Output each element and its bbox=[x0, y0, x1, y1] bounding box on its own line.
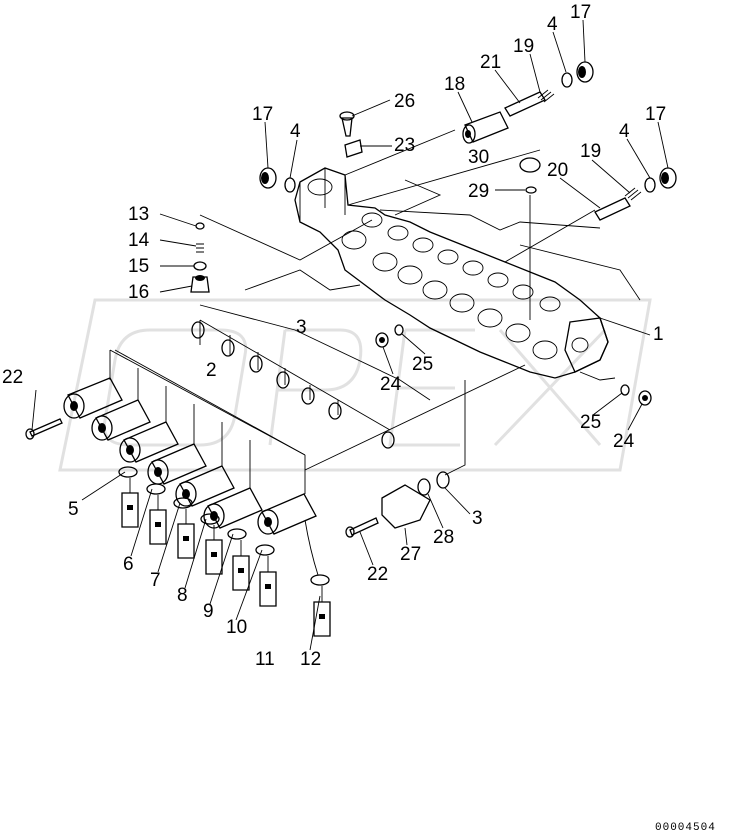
callout-10: 10 bbox=[226, 617, 247, 638]
callout-23: 23 bbox=[394, 135, 415, 156]
callout-15: 15 bbox=[128, 256, 149, 277]
callout-12: 12 bbox=[300, 649, 321, 670]
callout-5: 5 bbox=[68, 499, 79, 520]
callout-7: 7 bbox=[150, 570, 161, 591]
callout-22: 22 bbox=[367, 564, 388, 585]
callout-4: 4 bbox=[547, 14, 558, 35]
callout-17: 17 bbox=[645, 104, 666, 125]
callout-18: 18 bbox=[444, 74, 465, 95]
solenoid bbox=[63, 377, 123, 419]
solenoid bbox=[147, 443, 207, 485]
solenoid bbox=[257, 493, 317, 535]
drawing-code: 00004504 bbox=[655, 822, 716, 834]
callout-21: 21 bbox=[480, 52, 501, 73]
callout-24: 24 bbox=[380, 374, 402, 395]
callout-4: 4 bbox=[290, 121, 301, 142]
callout-26: 26 bbox=[394, 91, 415, 112]
callout-22: 22 bbox=[2, 367, 23, 388]
callout-2: 2 bbox=[206, 360, 217, 381]
watermark-logo bbox=[58, 298, 652, 472]
o-ring-set bbox=[191, 321, 395, 449]
cover-plate bbox=[345, 471, 450, 538]
callout-9: 9 bbox=[203, 601, 214, 622]
bolt-left bbox=[25, 418, 63, 440]
solenoid bbox=[119, 421, 179, 463]
callout-16: 16 bbox=[128, 282, 149, 303]
callout-25: 25 bbox=[580, 412, 601, 433]
harness-connectors bbox=[118, 466, 331, 637]
plugs-24 bbox=[375, 324, 652, 406]
callout-19: 19 bbox=[513, 36, 534, 57]
solenoid bbox=[203, 487, 263, 529]
callout-4: 4 bbox=[619, 121, 630, 142]
solenoid bbox=[91, 399, 151, 441]
callout-19: 19 bbox=[580, 141, 601, 162]
callout-25: 25 bbox=[412, 354, 433, 375]
callout-1: 1 bbox=[653, 324, 664, 345]
callout-11: 11 bbox=[255, 649, 275, 670]
callout-3: 3 bbox=[472, 508, 483, 529]
callout-27: 27 bbox=[400, 544, 421, 565]
cartridge-upper bbox=[462, 61, 594, 144]
callout-8: 8 bbox=[177, 585, 188, 606]
cartridge-lower bbox=[519, 157, 677, 221]
valve-body bbox=[294, 167, 609, 379]
callout-6: 6 bbox=[123, 554, 134, 575]
callout-24: 24 bbox=[613, 431, 635, 452]
callout-17: 17 bbox=[570, 2, 591, 23]
callout-17: 17 bbox=[252, 104, 273, 125]
solenoid bbox=[175, 465, 235, 507]
callout-29: 29 bbox=[468, 181, 489, 202]
callout-28: 28 bbox=[433, 527, 454, 548]
callout-leaders bbox=[31, 19, 669, 651]
callout-20: 20 bbox=[547, 160, 568, 181]
callout-3: 3 bbox=[296, 317, 307, 338]
leader-lines bbox=[114, 129, 651, 476]
callout-14: 14 bbox=[128, 230, 150, 251]
callout-labels: 17 4 19 21 18 26 17 4 23 30 19 4 17 20 2… bbox=[2, 2, 666, 670]
callout-13: 13 bbox=[128, 204, 149, 225]
solenoid-group bbox=[63, 319, 391, 535]
plug-left bbox=[259, 111, 363, 193]
relief-valve-parts bbox=[190, 222, 210, 293]
callout-30: 30 bbox=[468, 147, 489, 168]
